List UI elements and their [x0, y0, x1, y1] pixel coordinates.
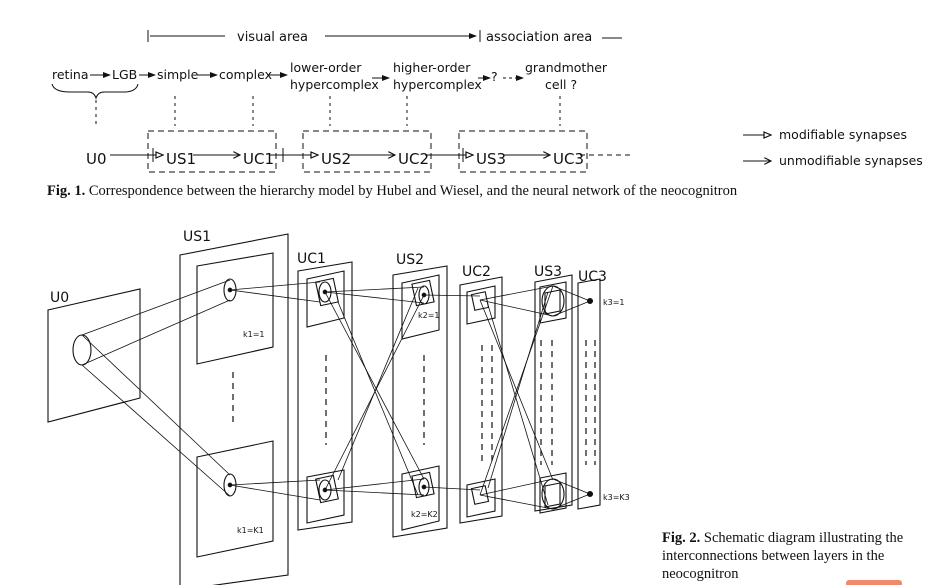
us3-label: US3: [476, 150, 506, 168]
area-bar: [147, 30, 622, 42]
u0-label: U0: [86, 150, 107, 168]
higher-order-label: higher-order: [393, 60, 471, 75]
page-accent: [846, 580, 902, 585]
figure-1: visual area association area retina LGB …: [51, 30, 923, 173]
lower-order-hypercomplex-label: hypercomplex: [290, 77, 379, 92]
hierarchy-arrows: [51, 72, 524, 100]
higher-order-hypercomplex-label: hypercomplex: [393, 77, 482, 92]
legend: [743, 135, 771, 161]
complex-label: complex: [219, 67, 272, 82]
us1-plane-bottom: [196, 440, 274, 558]
us2-label: US2: [321, 150, 351, 168]
u0-plane: [47, 288, 141, 423]
layer-groups: [147, 130, 588, 173]
fig2-us1-label: US1: [183, 229, 211, 245]
correspondence-lines: [95, 96, 561, 126]
grandmother-label: grandmother: [525, 60, 608, 75]
k3-top-label: k3=1: [603, 298, 625, 307]
fig2-uc3-label: UC3: [578, 269, 607, 285]
plane-ellipsis: [232, 340, 596, 465]
uc3-label: UC3: [553, 150, 584, 168]
us1-layer: [179, 233, 289, 585]
k2-top-label: k2=1: [418, 311, 440, 320]
fig2-u0-label: U0: [50, 290, 69, 306]
figure-1-caption: Fig. 1. Correspondence between the hiera…: [47, 183, 737, 200]
us1-plane-top: [196, 252, 274, 365]
uc3-layer: [577, 278, 601, 510]
figure-2-caption-text: Schematic diagram illustrating the inter…: [662, 530, 904, 582]
uc1-label: UC1: [243, 150, 274, 168]
us1-label: US1: [166, 150, 196, 168]
fig2-us2-label: US2: [396, 252, 424, 268]
connections: [81, 279, 591, 510]
lower-order-label: lower-order: [290, 60, 362, 75]
cell-label: cell ?: [545, 77, 577, 92]
figure-2-caption-label: Fig. 2.: [662, 530, 701, 546]
us2-layer: [392, 265, 448, 538]
legend-modifiable: modifiable synapses: [779, 127, 907, 142]
uc2-layer: [459, 276, 503, 524]
network-arrows: [110, 148, 632, 162]
legend-unmodifiable: unmodifiable synapses: [779, 153, 923, 168]
fig2-uc1-label: UC1: [297, 251, 326, 267]
fig2-uc2-label: UC2: [462, 264, 491, 280]
retina-label: retina: [52, 67, 89, 82]
lgb-label: LGB: [112, 67, 137, 82]
uc1-layer: [297, 261, 353, 531]
k1-top-label: k1=1: [243, 330, 265, 339]
association-area-label: association area: [486, 30, 592, 45]
k1-bottom-label: k1=K1: [237, 526, 264, 535]
uc2-label: UC2: [398, 150, 429, 168]
figure-1-caption-label: Fig. 1.: [47, 183, 86, 199]
fig2-us3-label: US3: [534, 264, 562, 280]
simple-label: simple: [157, 67, 199, 82]
k3-bottom-label: k3=K3: [603, 493, 630, 502]
visual-area-label: visual area: [237, 30, 308, 45]
question-label: ?: [491, 69, 498, 84]
k2-bottom-label: k2=K2: [411, 510, 438, 519]
figure-1-caption-text: Correspondence between the hierarchy mod…: [88, 183, 738, 199]
figure-2-caption: Fig. 2. Schematic diagram illustrating t…: [662, 529, 942, 583]
